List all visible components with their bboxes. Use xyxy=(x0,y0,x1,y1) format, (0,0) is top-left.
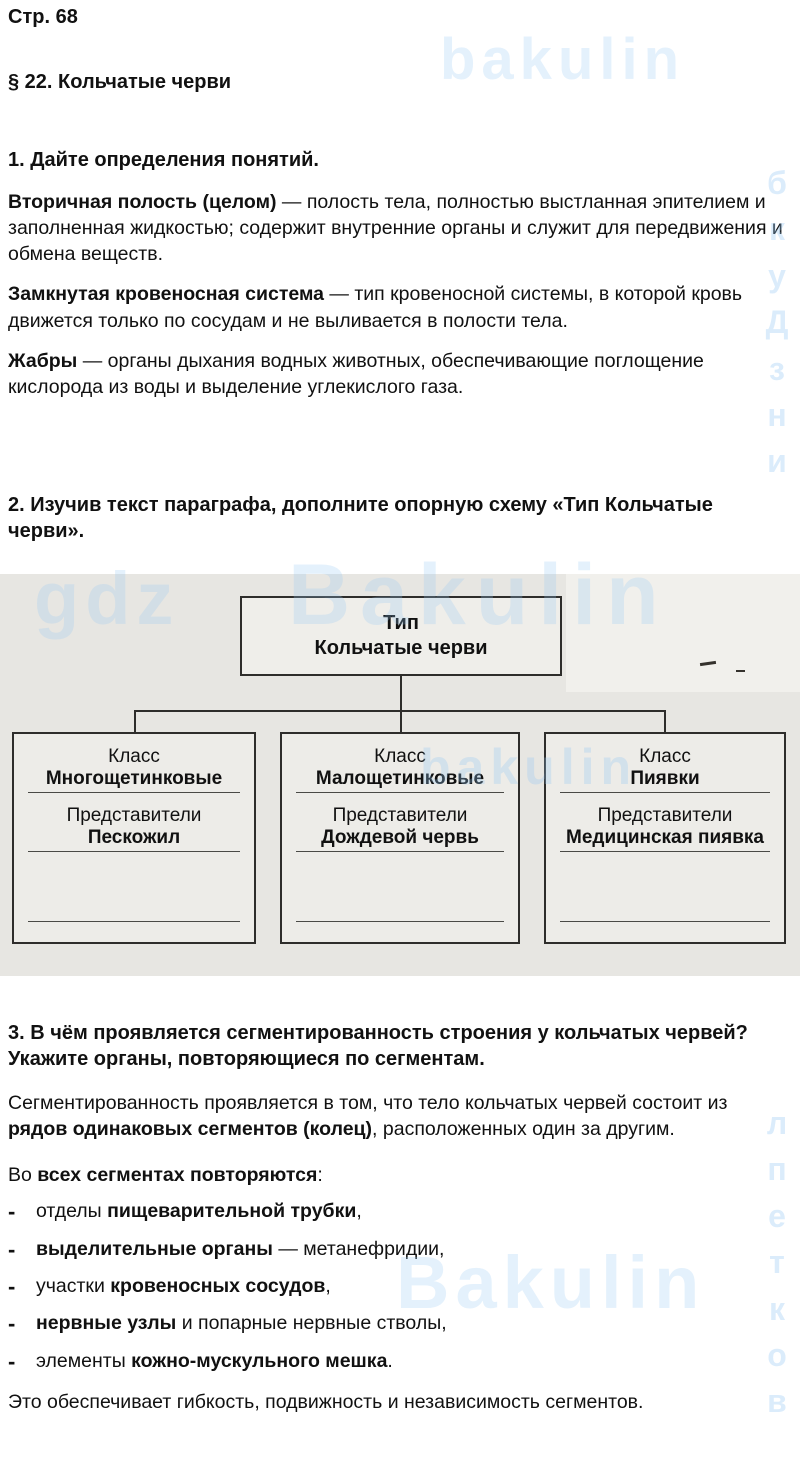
definition-text: — полость тела, полностью выстланная эпи… xyxy=(8,191,783,266)
segments-list: - отделы пищеварительной трубки, - выдел… xyxy=(8,1199,788,1375)
scan-light-area xyxy=(566,573,800,692)
answer-line xyxy=(28,850,240,852)
text: и попарные нервные стволы, xyxy=(176,1312,447,1335)
text-bold: нервные узлы xyxy=(36,1312,177,1335)
text: , xyxy=(325,1275,331,1298)
definition-paragraph: Жабры — органы дыхания водных животных, … xyxy=(8,348,788,400)
answer-line xyxy=(28,791,240,793)
representatives-label: Представители xyxy=(332,804,468,826)
scheme-root-line1: Тип xyxy=(383,611,419,634)
conclusion-paragraph: Это обеспечивает гибкость, подвижность и… xyxy=(8,1391,644,1414)
paragraph-bold: всех сегментах повторяются xyxy=(37,1164,318,1187)
answer-line xyxy=(296,791,504,793)
dash-marker: - xyxy=(8,1348,16,1374)
annelids-scheme-image: Тип Кольчатые черви Класс Многощетинковы… xyxy=(0,573,800,976)
repeat-line: Во всех сегментах повторяются: xyxy=(8,1162,788,1188)
list-item: - участки кровеносных сосудов, xyxy=(8,1274,788,1300)
definition-paragraph: Замкнутая кровеносная система — тип кров… xyxy=(8,281,788,333)
representatives-label: Представители xyxy=(597,804,733,826)
text: , xyxy=(356,1200,362,1223)
list-item-text: выделительные органы — метанефридии, xyxy=(36,1237,444,1263)
class-box-oligochaeta: Класс Малощетинковые Представители Дожде… xyxy=(280,731,520,944)
representatives-label: Представители xyxy=(66,804,202,826)
list-item: - отделы пищеварительной трубки, xyxy=(8,1199,788,1225)
scan-mark xyxy=(736,669,745,672)
scheme-root-line2: Кольчатые черви xyxy=(314,636,488,659)
list-item: - выделительные органы — метанефридии, xyxy=(8,1237,788,1263)
section-title: § 22. Кольчатые черви xyxy=(8,71,232,93)
class-name: Многощетинковые xyxy=(45,767,223,789)
question-3-heading: 3. В чём проявляется сегментированность … xyxy=(8,1021,748,1070)
definition-term: Замкнутая кровеносная система xyxy=(8,283,324,306)
answer-line xyxy=(560,850,770,852)
paragraph-bold: рядов одинаковых сегментов (колец) xyxy=(8,1118,373,1140)
answer-line xyxy=(560,920,770,922)
question-2-heading: 2. Изучив текст параграфа, дополните опо… xyxy=(8,493,713,542)
definition-paragraph: Вторичная полость (целом) — полость тела… xyxy=(8,189,788,267)
question-1-heading: 1. Дайте определения понятий. xyxy=(8,149,319,171)
answer-line xyxy=(296,920,504,922)
definition-term: Жабры xyxy=(8,349,78,372)
class-box-polychaeta: Класс Многощетинковые Представители Песк… xyxy=(12,731,256,944)
representative-name: Медицинская пиявка xyxy=(566,826,764,848)
connector-vertical-root xyxy=(400,675,402,710)
text: элементы xyxy=(36,1349,132,1372)
text: — метанефридии, xyxy=(272,1237,445,1260)
class-name: Малощетинковые xyxy=(315,767,485,789)
text: . xyxy=(387,1349,393,1372)
answer-line xyxy=(28,920,240,922)
paragraph-text: Во xyxy=(8,1164,38,1187)
dash-marker: - xyxy=(8,1199,16,1225)
answer-line xyxy=(560,791,770,793)
class-label: Класс xyxy=(639,745,691,767)
text-bold: кожно-мускульного мешка xyxy=(131,1349,388,1372)
class-label: Класс xyxy=(374,745,426,767)
representative-name: Пескожил xyxy=(87,826,181,848)
list-item: - нервные узлы и попарные нервные стволы… xyxy=(8,1311,788,1337)
text: отделы xyxy=(36,1200,108,1223)
definition-term: Вторичная полость (целом) xyxy=(8,191,277,213)
class-box-hirudinea: Класс Пиявки Представители Медицинская п… xyxy=(544,731,786,944)
paragraph-text: Сегментированность проявляется в том, чт… xyxy=(8,1091,728,1114)
text: участки xyxy=(36,1275,111,1298)
definition-text: — органы дыхания водных животных, обеспе… xyxy=(8,349,704,398)
list-item-text: отделы пищеварительной трубки, xyxy=(36,1199,362,1225)
connector-vertical-left xyxy=(134,709,136,732)
page-number-label: Стр. 68 xyxy=(8,6,78,28)
workbook-page: Стр. 68 § 22. Кольчатые черви 1. Дайте о… xyxy=(0,6,800,1414)
connector-vertical-middle xyxy=(400,709,402,732)
definition-text: — тип кровеносной системы, в которой кро… xyxy=(8,283,743,332)
text-bold: выделительные органы xyxy=(36,1237,273,1260)
text-bold: пищеварительной трубки xyxy=(107,1200,357,1223)
connector-vertical-right xyxy=(664,709,666,732)
dash-marker: - xyxy=(8,1236,16,1262)
list-item-text: нервные узлы и попарные нервные стволы, xyxy=(36,1311,447,1337)
dash-marker: - xyxy=(8,1274,16,1300)
class-label: Класс xyxy=(108,745,160,767)
representative-name: Дождевой червь xyxy=(321,826,479,848)
paragraph-text: : xyxy=(317,1164,323,1187)
scheme-root-box: Тип Кольчатые черви xyxy=(240,595,562,676)
list-item-text: элементы кожно-мускульного мешка. xyxy=(36,1349,393,1375)
dash-marker: - xyxy=(8,1311,16,1337)
text-bold: кровеносных сосудов xyxy=(110,1275,326,1298)
segmentation-paragraph: Сегментированность проявляется в том, чт… xyxy=(8,1090,788,1142)
paragraph-text: , расположенных один за другим. xyxy=(372,1118,675,1140)
class-name: Пиявки xyxy=(630,767,700,789)
list-item-text: участки кровеносных сосудов, xyxy=(36,1274,331,1300)
list-item: - элементы кожно-мускульного мешка. xyxy=(8,1349,788,1375)
answer-line xyxy=(296,850,504,852)
